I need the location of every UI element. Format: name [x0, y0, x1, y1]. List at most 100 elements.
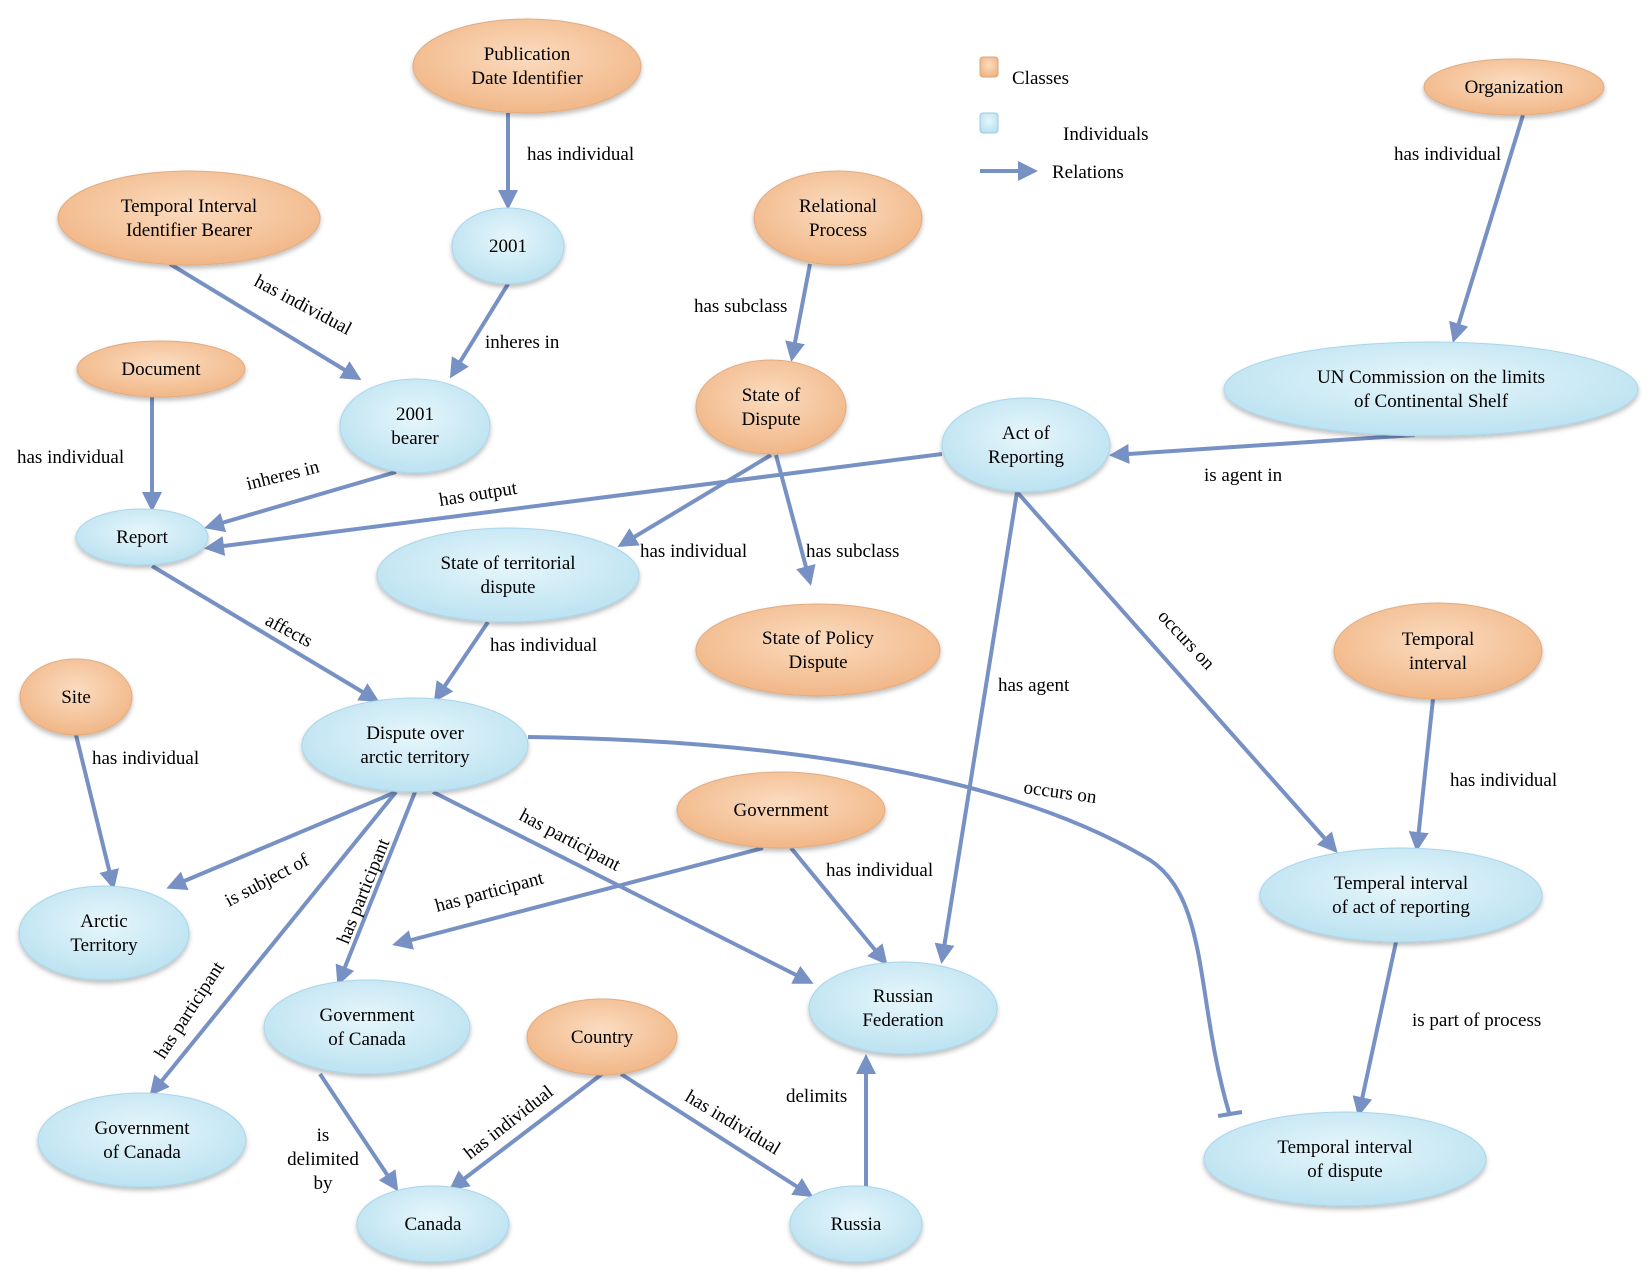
edge-sotd-dispute	[433, 620, 490, 703]
edges-layer	[74, 113, 1525, 1198]
node-label: Country	[571, 1027, 634, 1048]
edge-label-org-un: has individual	[1394, 144, 1501, 165]
class-ellipse	[57, 170, 321, 266]
individual-ellipse	[37, 1092, 247, 1188]
node-organization: Organization	[1423, 58, 1605, 116]
node-label: Organization	[1465, 77, 1564, 98]
edge-gov-part	[392, 846, 764, 950]
edge-label-sod-sotd: has individual	[640, 541, 747, 562]
edge-label-rp-sod: has subclass	[694, 296, 787, 317]
class-ellipse	[695, 603, 941, 697]
edge-2001-bearer	[449, 282, 510, 379]
legend-relations-label: Relations	[1052, 162, 1124, 183]
individual-ellipse	[451, 207, 565, 285]
individual-ellipse	[808, 961, 998, 1055]
node-label: Canada	[405, 1214, 463, 1235]
legend-classes-label: Classes	[1012, 68, 1069, 89]
edge-dispute-occurs-end	[1217, 1110, 1243, 1118]
individual-ellipse	[376, 527, 640, 623]
edge-label-country-canada: has individual	[460, 1081, 557, 1164]
individual-ellipse	[263, 979, 471, 1075]
edge-site-arctic	[74, 734, 119, 890]
edge-label-aor-agent: has agent	[998, 675, 1070, 696]
class-ellipse	[412, 18, 642, 114]
edge-dispute-part-goc1	[335, 791, 417, 986]
individual-ellipse	[1259, 847, 1543, 943]
class-ellipse	[695, 359, 847, 455]
class-ellipse	[76, 340, 246, 398]
edge-tiact-tidispute	[1352, 941, 1398, 1117]
individual-ellipse	[356, 1185, 510, 1263]
node-government: Government	[676, 771, 886, 849]
edge-country-russia	[619, 1072, 814, 1198]
class-ellipse	[1333, 602, 1543, 700]
node-label: Document	[121, 359, 201, 380]
edge-label-pdi-2001: has individual	[527, 144, 634, 165]
edge-label-sod-sopd: has subclass	[806, 541, 899, 562]
node-label: Government	[734, 800, 830, 821]
legend-class-swatch	[979, 56, 999, 78]
node-russia: Russia	[789, 1185, 923, 1263]
node-country: Country	[526, 998, 678, 1076]
edge-label-dispute-occurs: occurs on	[1022, 777, 1098, 808]
edge-aor-occurs	[1015, 490, 1338, 853]
edge-sod-sotd	[617, 453, 773, 548]
node-label: Russia	[831, 1214, 882, 1235]
individual-ellipse	[789, 1185, 923, 1263]
edge-label-tiib-bearer: has individual	[251, 271, 355, 340]
edge-goc-canada	[318, 1072, 399, 1192]
individual-ellipse	[1223, 341, 1639, 437]
edge-report-dispute	[150, 564, 380, 703]
edge-label-gov-rf: has individual	[826, 860, 933, 881]
legend-individual-swatch	[979, 112, 999, 134]
edge-label-site-arctic: has individual	[92, 748, 199, 769]
individual-ellipse	[1203, 1111, 1487, 1207]
edge-label-sotd-dispute: has individual	[490, 635, 597, 656]
edge-country-canada	[448, 1072, 604, 1191]
individual-ellipse	[301, 697, 529, 793]
edge-bearer-report	[204, 470, 397, 533]
edge-ti-tiact	[1408, 698, 1435, 852]
node-canada: Canada	[356, 1185, 510, 1263]
legend-individuals-label: Individuals	[1063, 124, 1149, 145]
edge-label-bearer-report: inheres in	[244, 456, 322, 494]
node-document: Document	[76, 340, 246, 398]
class-ellipse	[19, 658, 133, 736]
edge-un-aor	[1109, 433, 1416, 464]
edge-aor-agent	[934, 491, 1019, 964]
edge-gov-rf	[789, 846, 888, 966]
edge-label-un-aor: is agent in	[1204, 465, 1283, 486]
class-ellipse	[753, 170, 923, 266]
legend: Classes Individuals Relations	[979, 56, 1149, 183]
edge-rp-sod	[785, 263, 812, 362]
edge-org-un	[1449, 114, 1525, 343]
edge-dispute-occurs	[527, 735, 1232, 1117]
node-report: Report	[75, 508, 209, 566]
